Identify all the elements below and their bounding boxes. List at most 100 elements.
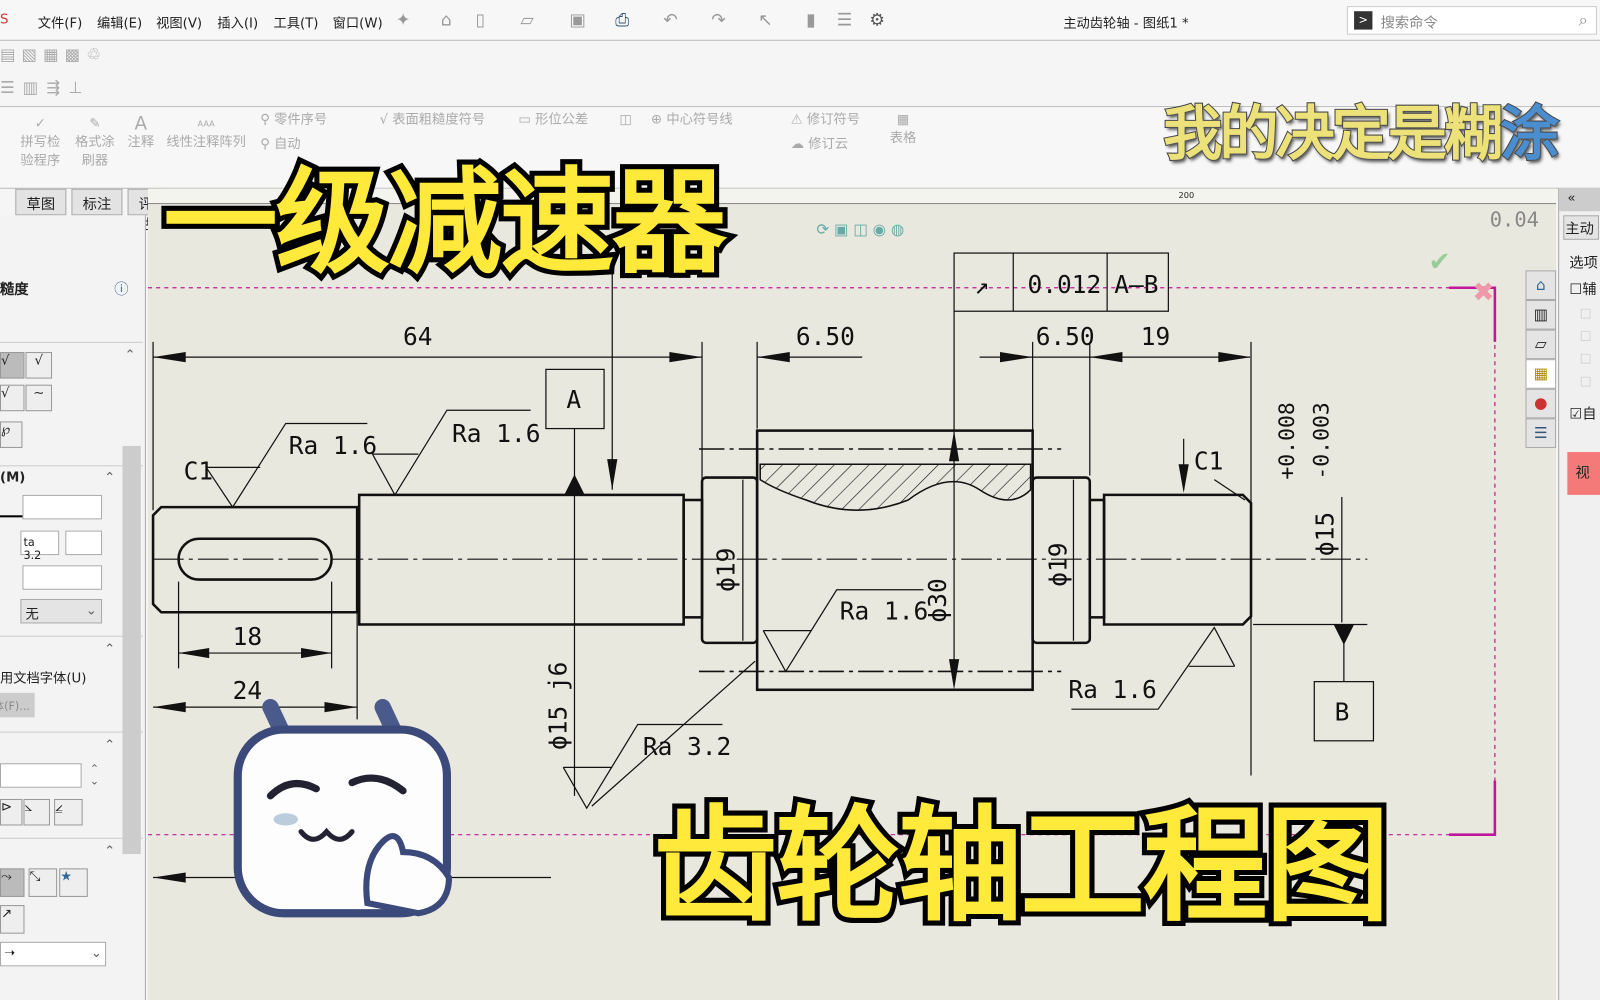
- dim-64[interactable]: 64: [403, 322, 432, 351]
- datum-icon[interactable]: ◫: [619, 112, 632, 128]
- arrow-style-select[interactable]: ➝⌄: [0, 941, 107, 967]
- checkbox-disabled[interactable]: ☐: [1579, 375, 1592, 391]
- rotation-button-1[interactable]: ⊳: [0, 798, 23, 826]
- table-button[interactable]: ▦表格: [889, 112, 917, 146]
- collapse-icon[interactable]: ⌃: [104, 737, 116, 754]
- center-mark-button[interactable]: ⊕ 中心符号线: [651, 112, 733, 128]
- dim-6-50-left[interactable]: 6.50: [796, 322, 855, 351]
- library-icon[interactable]: ▥: [1525, 299, 1557, 330]
- symbol-machining-button[interactable]: √: [25, 352, 53, 379]
- leader-none-button[interactable]: ⤡: [28, 868, 58, 897]
- collapse-icon[interactable]: ⌃: [104, 470, 116, 486]
- menu-view[interactable]: 视图(V): [156, 16, 203, 32]
- checkbox-disabled[interactable]: ☐: [1579, 352, 1592, 368]
- dim-phi15[interactable]: ϕ15: [1311, 512, 1340, 556]
- tab-annotate[interactable]: 标注: [71, 188, 123, 216]
- menu-insert[interactable]: 插入(I): [217, 16, 259, 32]
- menu-window[interactable]: 窗口(W): [332, 16, 383, 32]
- rotation-button-2[interactable]: ⦣: [23, 798, 50, 826]
- custom-properties-icon[interactable]: ☰: [1525, 418, 1557, 448]
- font-button[interactable]: 字体(F)...: [0, 692, 35, 718]
- view-palette-icon[interactable]: ▦: [1525, 359, 1557, 389]
- tab-sketch[interactable]: 草图: [15, 188, 67, 216]
- gtol-value[interactable]: 0.012: [1028, 270, 1102, 299]
- rotation-button-3[interactable]: ⦤: [54, 798, 83, 826]
- collapse-icon[interactable]: ⌃: [124, 347, 136, 364]
- view-toolbar-icons[interactable]: ⟳ ▣ ◫ ◉ ◍: [816, 221, 904, 239]
- menu-edit[interactable]: 编辑(E): [96, 16, 143, 32]
- dim-phi30[interactable]: ϕ30: [923, 578, 952, 622]
- align-icons[interactable]: ☰▥⇶⊥: [0, 77, 91, 97]
- gtol-button[interactable]: ▭ 形位公差: [518, 112, 589, 128]
- menu-file[interactable]: 文件(F): [37, 16, 83, 32]
- dim-phi19-right[interactable]: ϕ19: [1043, 543, 1072, 587]
- angle-field[interactable]: [0, 763, 82, 788]
- lay-direction-select[interactable]: 无⌄: [20, 598, 103, 624]
- symbol-field-2[interactable]: [65, 530, 103, 556]
- roughness-label[interactable]: Ra 1.6: [1068, 675, 1156, 704]
- home-icon[interactable]: ⌂: [1525, 270, 1557, 300]
- symbol-prohibit-button[interactable]: √: [0, 384, 25, 412]
- checkbox-disabled[interactable]: ☐: [1579, 329, 1592, 345]
- dim-phi19-left[interactable]: ϕ19: [712, 548, 741, 592]
- gear-icon[interactable]: ⚙: [869, 10, 885, 31]
- cancel-icon[interactable]: ✖: [1472, 277, 1494, 308]
- document-select[interactable]: 主动: [1563, 215, 1599, 240]
- help-icon[interactable]: ⓘ: [114, 281, 129, 298]
- save-icon[interactable]: ▣: [569, 10, 586, 31]
- dim-18[interactable]: 18: [233, 622, 262, 651]
- panel-scrollbar[interactable]: [122, 445, 141, 855]
- confirm-icon[interactable]: ✔: [1429, 246, 1451, 277]
- collapse-icon[interactable]: ⌃: [104, 641, 116, 658]
- angle-spinner[interactable]: ⌃⌄: [89, 762, 100, 788]
- new-icon[interactable]: ▯: [475, 10, 486, 31]
- menu-tools[interactable]: 工具(T): [273, 16, 319, 32]
- open-icon[interactable]: ▱: [520, 10, 534, 31]
- leader-bent-button[interactable]: ⤳: [0, 868, 25, 897]
- revision-cloud-button[interactable]: ☁ 修订云: [790, 136, 849, 153]
- gtol-datum[interactable]: A—B: [1114, 270, 1158, 299]
- collapse-panel-icon[interactable]: «: [1559, 188, 1600, 212]
- print-icon[interactable]: ⎙: [615, 10, 630, 31]
- chamfer-label[interactable]: C1: [184, 457, 213, 486]
- search-icon[interactable]: ⌕: [1578, 10, 1588, 30]
- collapse-icon[interactable]: ⌃: [104, 843, 116, 860]
- chamfer-label[interactable]: C1: [1194, 446, 1223, 475]
- symbol-field-1[interactable]: [22, 494, 103, 520]
- roughness-label[interactable]: Ra 1.6: [452, 419, 540, 448]
- surface-finish-button[interactable]: √ 表面粗糙度符号: [379, 112, 486, 128]
- pin-icon[interactable]: ✦: [395, 10, 411, 31]
- leader-auto-button[interactable]: ★: [59, 868, 88, 897]
- datum-a[interactable]: A: [566, 385, 581, 414]
- file-props-icon[interactable]: ☰: [836, 10, 853, 31]
- search-input[interactable]: 搜索命令: [1380, 15, 1438, 32]
- use-doc-font-option[interactable]: 用文档字体(U): [0, 671, 87, 687]
- dim-19[interactable]: 19: [1141, 322, 1170, 351]
- checkbox-auxiliary[interactable]: ☐辅: [1569, 281, 1597, 298]
- checkbox-disabled[interactable]: ☐: [1579, 307, 1592, 323]
- redo-icon[interactable]: ↷: [711, 10, 726, 31]
- folder-icon[interactable]: ▱: [1525, 329, 1557, 360]
- leader-x-button[interactable]: ↗: [0, 905, 25, 934]
- balloon-button[interactable]: ⚲ 零件序号: [260, 112, 328, 128]
- symbol-field-3[interactable]: [22, 565, 103, 590]
- rebuild-icon[interactable]: ▮: [806, 10, 816, 31]
- symbol-circle-button[interactable]: ℘: [0, 421, 23, 448]
- appearance-icon[interactable]: ●: [1525, 388, 1557, 419]
- format-painter-button[interactable]: ✎格式涂刷器: [73, 115, 116, 170]
- undo-icon[interactable]: ↶: [663, 10, 678, 31]
- roughness-label[interactable]: Ra 1.6: [840, 596, 928, 625]
- symbol-wave-button[interactable]: ∼: [25, 384, 53, 412]
- checkbox-auto[interactable]: ☑自: [1569, 406, 1597, 423]
- select-icon[interactable]: ↖: [758, 10, 773, 31]
- spell-check-button[interactable]: ✓拼写检验程序: [20, 116, 61, 169]
- auto-balloon-button[interactable]: ⚲ 自动: [260, 136, 301, 153]
- symbol-basic-button[interactable]: √: [0, 352, 25, 379]
- format-icons[interactable]: ▤▧▦▩♲: [0, 44, 107, 65]
- roughness-label[interactable]: Ra 1.6: [289, 431, 377, 460]
- datum-b[interactable]: B: [1335, 697, 1350, 726]
- dim-6-50-right[interactable]: 6.50: [1036, 322, 1095, 351]
- dim-phi15-j6[interactable]: ϕ15 j6: [543, 662, 572, 750]
